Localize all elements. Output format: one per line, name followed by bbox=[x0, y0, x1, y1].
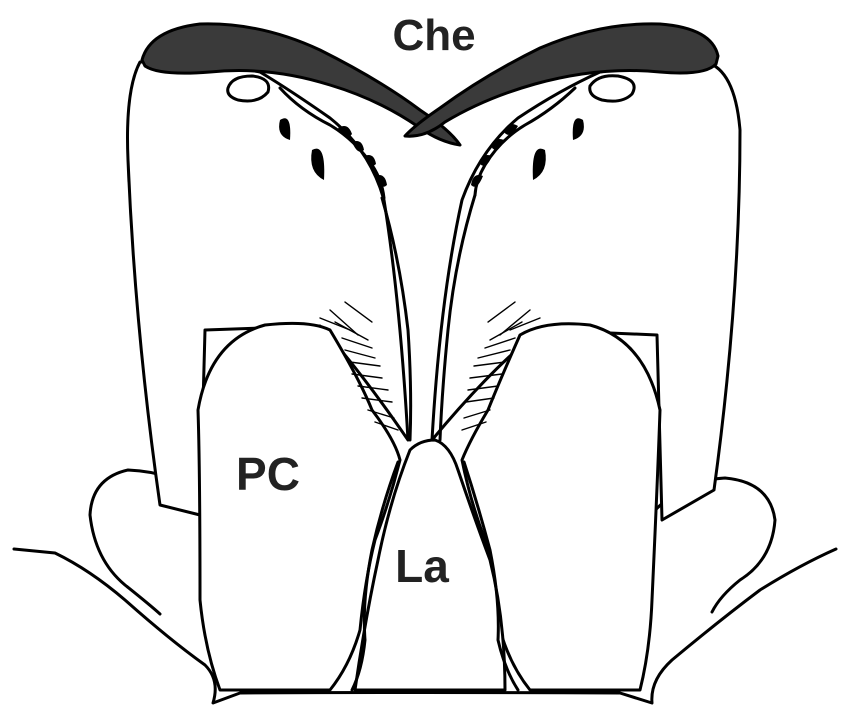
labium-label: La bbox=[395, 540, 449, 592]
left-fang-base bbox=[228, 76, 269, 101]
right-fang-base bbox=[590, 76, 634, 101]
pedipalp-coxa-label: PC bbox=[236, 448, 300, 500]
chelicerae-label: Che bbox=[392, 11, 475, 60]
